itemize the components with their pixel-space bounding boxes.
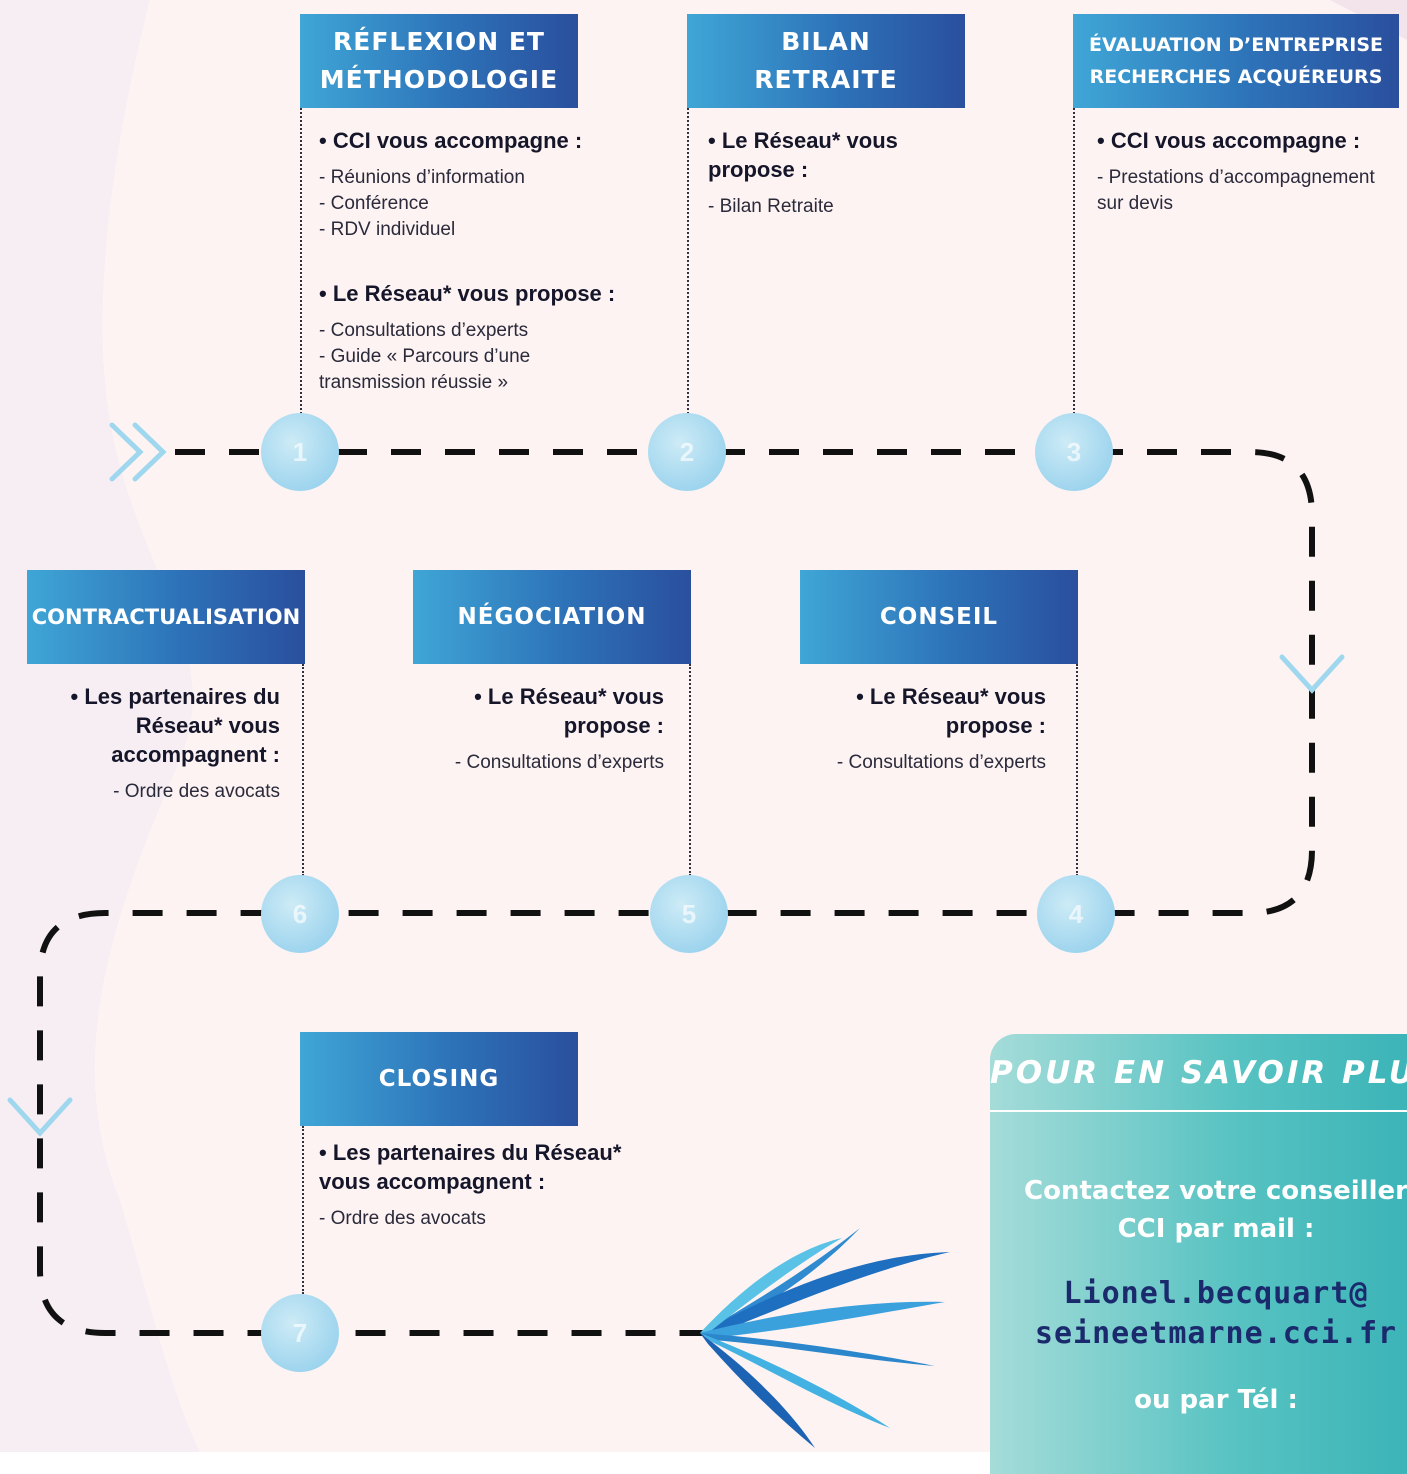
contact-phone-label: ou par Tél : bbox=[1134, 1385, 1298, 1415]
step-5-circle: 5 bbox=[650, 875, 728, 953]
contact-email-link[interactable]: Lionel.becquart@ seineetmarne.cci.fr bbox=[1034, 1276, 1398, 1351]
connector-line bbox=[1076, 664, 1078, 876]
step-5-item: - Consultations d’experts bbox=[454, 752, 664, 773]
step-1-item: - Conférence bbox=[319, 193, 429, 214]
connector-line bbox=[302, 1126, 304, 1294]
step-3-header: ÉVALUATION D’ENTREPRISE RECHERCHES ACQUÉ… bbox=[1073, 14, 1399, 108]
connector-line bbox=[687, 108, 689, 414]
step-1-item: - Réunions d’information bbox=[319, 167, 525, 188]
step-1-heading-1: • CCI vous accompagne : bbox=[319, 128, 583, 153]
step-7-circle: 7 bbox=[261, 1294, 339, 1372]
step-6-header: CONTRACTUALISATION bbox=[27, 570, 305, 664]
step-1-item: - RDV individuel bbox=[319, 219, 456, 240]
step-4-heading: • Le Réseau* vous propose : bbox=[856, 684, 1046, 738]
start-chevron-icon bbox=[109, 422, 167, 482]
step-3-details: • CCI vous accompagne : - Prestations d’… bbox=[1097, 126, 1407, 243]
step-6-circle: 6 bbox=[261, 875, 339, 953]
chevron-down-icon bbox=[7, 1097, 73, 1137]
step-7-header: CLOSING bbox=[300, 1032, 578, 1126]
step-4-details: • Le Réseau* vous propose : - Consultati… bbox=[781, 682, 1046, 802]
step-5-header: NÉGOCIATION bbox=[413, 570, 691, 664]
step-1-circle: 1 bbox=[261, 413, 339, 491]
step-4-header: CONSEIL bbox=[800, 570, 1078, 664]
connector-line bbox=[1073, 108, 1075, 414]
step-3-item: sur devis bbox=[1097, 193, 1174, 214]
chevron-down-icon bbox=[1279, 654, 1345, 694]
contact-text: Contactez votre conseiller CCI par mail … bbox=[1024, 1176, 1407, 1244]
step-1-details: • CCI vous accompagne : - Réunions d’inf… bbox=[319, 126, 659, 422]
step-3-circle: 3 bbox=[1035, 413, 1113, 491]
step-1-item: - Consultations d’experts bbox=[319, 320, 529, 341]
step-1-item: transmission réussie » bbox=[319, 372, 509, 393]
leaf-burst-icon bbox=[700, 1228, 950, 1448]
step-2-heading: • Le Réseau* vous propose : bbox=[708, 128, 898, 182]
step-7-heading: • Les partenaires du Réseau* vous accomp… bbox=[319, 1140, 622, 1194]
contact-divider bbox=[990, 1110, 1407, 1112]
step-2-header: BILAN RETRAITE bbox=[687, 14, 965, 108]
step-6-details: • Les partenaires du Réseau* vous accomp… bbox=[15, 682, 280, 831]
step-7-details: • Les partenaires du Réseau* vous accomp… bbox=[319, 1138, 659, 1258]
step-4-circle: 4 bbox=[1037, 875, 1115, 953]
step-1-item: - Guide « Parcours d’une bbox=[319, 346, 531, 367]
step-1-header: RÉFLEXION ET MÉTHODOLOGIE bbox=[300, 14, 578, 108]
step-3-item: - Prestations d’accompagnement bbox=[1097, 167, 1375, 188]
step-5-heading: • Le Réseau* vous propose : bbox=[474, 684, 664, 738]
step-5-details: • Le Réseau* vous propose : - Consultati… bbox=[399, 682, 664, 802]
connector-line bbox=[689, 664, 691, 876]
step-2-details: • Le Réseau* vous propose : - Bilan Retr… bbox=[708, 126, 978, 246]
contact-panel: POUR EN SAVOIR PLUS Contactez votre cons… bbox=[990, 1034, 1407, 1474]
step-7-item: - Ordre des avocats bbox=[319, 1208, 486, 1229]
step-4-item: - Consultations d’experts bbox=[836, 752, 1046, 773]
contact-title: POUR EN SAVOIR PLUS bbox=[990, 1055, 1407, 1091]
step-2-item: - Bilan Retraite bbox=[708, 196, 834, 217]
step-6-heading: • Les partenaires du Réseau* vous accomp… bbox=[70, 684, 280, 767]
step-2-circle: 2 bbox=[648, 413, 726, 491]
connector-line bbox=[300, 108, 302, 414]
step-3-heading: • CCI vous accompagne : bbox=[1097, 128, 1361, 153]
step-6-item: - Ordre des avocats bbox=[113, 781, 280, 802]
step-1-heading-2: • Le Réseau* vous propose : bbox=[319, 281, 616, 306]
connector-line bbox=[302, 664, 304, 876]
